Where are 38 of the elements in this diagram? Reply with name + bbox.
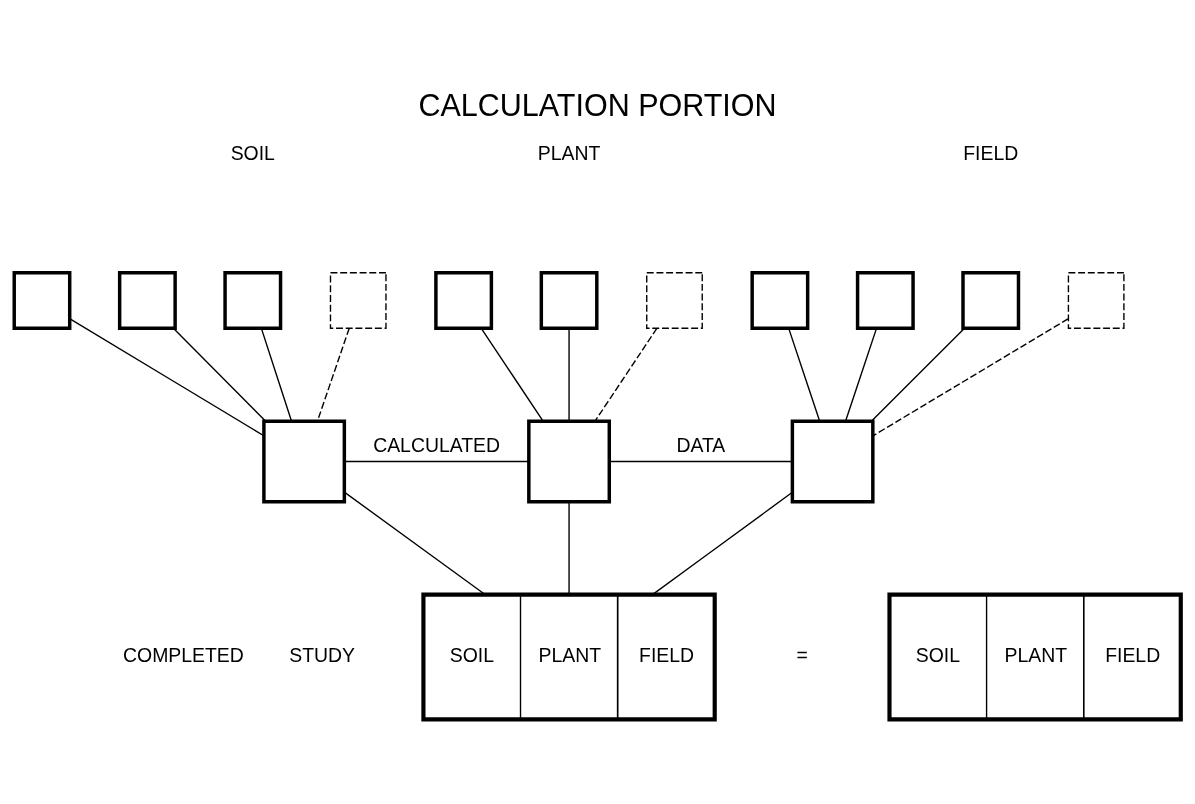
- node-box: [750, 270, 810, 330]
- node-box: [434, 270, 494, 330]
- diagram-title: CALCULATION PORTION: [418, 87, 777, 122]
- node-box: [539, 270, 599, 330]
- node-box: [329, 271, 387, 329]
- node-box: [12, 270, 72, 330]
- connector: [652, 491, 793, 595]
- connector: [260, 327, 293, 422]
- connector: [480, 327, 544, 422]
- node-box: [1067, 271, 1125, 329]
- connector: [594, 327, 658, 422]
- node-box: [117, 270, 177, 330]
- label: FIELD: [963, 141, 1019, 164]
- label: PLANT: [537, 141, 601, 164]
- label: STUDY: [289, 643, 356, 666]
- label: COMPLETED: [123, 643, 244, 666]
- connector: [870, 327, 965, 422]
- node-box: [961, 270, 1021, 330]
- node-box: [855, 270, 915, 330]
- node-box: [790, 419, 875, 503]
- node-box: [646, 271, 703, 329]
- label: SOIL: [230, 141, 275, 164]
- connector: [872, 317, 1069, 436]
- label: =: [796, 643, 808, 666]
- node-box: [223, 270, 283, 330]
- node-box: [527, 419, 612, 503]
- connector: [844, 327, 878, 422]
- connector: [343, 460, 530, 462]
- connector: [172, 327, 267, 422]
- node-box: [262, 419, 347, 503]
- connector: [343, 490, 486, 595]
- edge-label: CALCULATED: [373, 433, 501, 456]
- connector: [568, 500, 570, 595]
- connector: [568, 327, 570, 422]
- connector: [788, 327, 821, 422]
- edge-label: DATA: [676, 433, 726, 456]
- connector: [608, 460, 793, 462]
- connector: [69, 317, 265, 436]
